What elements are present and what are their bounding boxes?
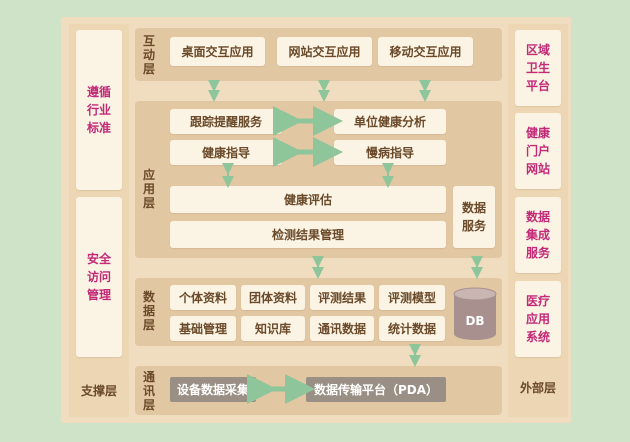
data-service-label: 数据 服务 [461,201,486,233]
data-layer-label: 数据层 [142,290,155,332]
external-item-label: 数据 集成 服务 [525,210,550,260]
application-layer-label: 应用层 [142,168,155,210]
external-item-label: 医疗 应用 系统 [525,294,550,344]
industry-standard-box: 遵循 行业 标准 [76,30,122,190]
external-item-regional-health: 区域 卫生 平台 [515,30,561,106]
health-guidance-box: 健康指导 [170,140,282,165]
support-layer-label: 支撑层 [80,383,117,398]
chronic-guidance-box: 慢病指导 [334,140,446,165]
unit-health-analysis-box: 单位健康分析 [334,109,446,134]
statistics-data-box: 统计数据 [379,316,445,341]
test-result-mgmt-box: 检测结果管理 [170,221,446,248]
web-app-box: 网站交互应用 [277,37,372,66]
data-transfer-platform-box: 数据传输平台（PDA） [306,377,446,402]
industry-standard-label: 遵循 行业 标准 [86,85,111,135]
data-service-box: 数据 服务 [453,186,495,248]
external-item-label: 健康 门户 网站 [525,126,550,176]
tracking-reminder-box: 跟踪提醒服务 [170,109,282,134]
db-label: DB [465,314,484,328]
comm-data-box: 通讯数据 [310,316,374,341]
db-cylinder: DB [453,287,497,340]
device-data-collect-box: 设备数据采集 [170,377,256,402]
group-profile-box: 团体资料 [241,285,305,310]
external-item-health-portal: 健康 门户 网站 [515,113,561,189]
health-assessment-box: 健康评估 [170,186,446,213]
external-item-label: 区域 卫生 平台 [525,43,550,93]
security-access-box: 安全 访问 管理 [76,197,122,357]
interaction-layer-label: 互动层 [142,34,155,76]
external-item-data-integration: 数据 集成 服务 [515,197,561,273]
external-layer-label: 外部层 [519,380,556,395]
assessment-model-box: 评测模型 [379,285,445,310]
basic-mgmt-box: 基础管理 [170,316,236,341]
mobile-app-box: 移动交互应用 [378,37,473,66]
individual-profile-box: 个体资料 [170,285,236,310]
external-item-medical-apps: 医疗 应用 系统 [515,281,561,357]
knowledge-base-box: 知识库 [241,316,305,341]
comm-layer-label: 通讯层 [142,370,155,412]
assessment-result-box: 评测结果 [310,285,374,310]
security-access-label: 安全 访问 管理 [86,252,111,302]
desktop-app-box: 桌面交互应用 [170,37,265,66]
